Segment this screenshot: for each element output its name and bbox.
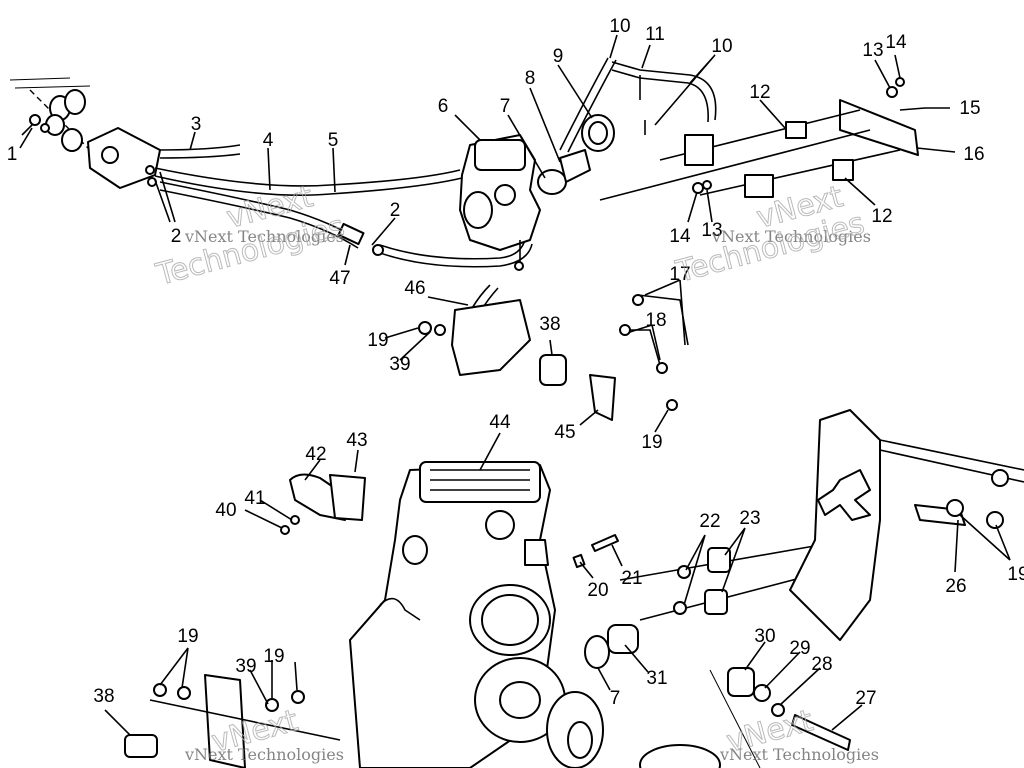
watermark-text-3: vNext Technologies xyxy=(184,745,344,764)
callout-12b: 12 xyxy=(871,206,892,227)
isolators xyxy=(619,544,851,621)
callout-23: 23 xyxy=(739,508,760,529)
callout-6: 6 xyxy=(438,96,449,117)
callout-17: 17 xyxy=(669,264,690,285)
callout-10b: 10 xyxy=(711,36,732,57)
callout-45: 45 xyxy=(554,422,575,443)
callout-29: 29 xyxy=(789,638,810,659)
lower-mount xyxy=(124,674,341,768)
callout-9: 9 xyxy=(553,46,564,67)
callout-5: 5 xyxy=(328,130,339,151)
callout-28: 28 xyxy=(811,654,832,675)
callout-42: 42 xyxy=(305,444,326,465)
callout-19d: 19 xyxy=(177,626,198,647)
callout-39a: 39 xyxy=(389,354,410,375)
callout-7b: 7 xyxy=(610,688,621,709)
carburetor xyxy=(459,134,541,271)
callout-2b: 2 xyxy=(390,200,401,221)
callout-16: 16 xyxy=(963,144,984,165)
drive-parts xyxy=(584,624,851,768)
callout-15: 15 xyxy=(959,98,980,119)
callout-18: 18 xyxy=(645,310,666,331)
intake-boots xyxy=(537,114,615,195)
leader-lines xyxy=(19,34,1011,736)
callout-19e: 19 xyxy=(263,646,284,667)
callout-14b: 14 xyxy=(669,226,691,247)
watermark-text-2: vNext Technologies xyxy=(711,227,871,246)
callout-38a: 38 xyxy=(539,314,560,335)
callout-43: 43 xyxy=(346,430,367,451)
exhaust-bracket xyxy=(418,284,689,421)
callout-19c: 19 xyxy=(1007,564,1024,585)
callout-40: 40 xyxy=(215,500,236,521)
callout-27: 27 xyxy=(855,688,876,709)
callouts: 1 2 2 3 4 5 6 7 8 9 10 11 10 12 13 14 15… xyxy=(7,16,1024,709)
callout-7a: 7 xyxy=(500,96,511,117)
callout-38b: 38 xyxy=(93,686,114,707)
callout-1: 1 xyxy=(7,144,18,165)
callout-22: 22 xyxy=(699,511,720,532)
callout-13b: 13 xyxy=(701,220,722,241)
engine-block xyxy=(349,461,604,768)
callout-20: 20 xyxy=(587,580,608,601)
callout-11: 11 xyxy=(645,24,665,45)
callout-3: 3 xyxy=(191,114,202,135)
vent-hoses xyxy=(559,57,717,153)
callout-8: 8 xyxy=(525,68,536,89)
callout-19a: 19 xyxy=(367,330,388,351)
watermark-text-1: vNext Technologies xyxy=(184,227,344,246)
intake-elbow xyxy=(280,473,366,535)
callout-13a: 13 xyxy=(862,40,883,61)
callout-26: 26 xyxy=(945,576,966,597)
callout-19b: 19 xyxy=(641,432,662,453)
watermark-text-4: vNext Technologies xyxy=(719,745,879,764)
callout-14a: 14 xyxy=(885,32,907,53)
callout-41: 41 xyxy=(244,488,265,509)
callout-31: 31 xyxy=(646,668,667,689)
callout-12a: 12 xyxy=(749,82,770,103)
frame-rail xyxy=(789,409,1024,641)
fuel-lines xyxy=(145,144,533,268)
fuel-pump-assembly xyxy=(9,77,161,189)
callout-46: 46 xyxy=(404,278,425,299)
callout-30: 30 xyxy=(754,626,775,647)
callout-4: 4 xyxy=(263,130,274,151)
callout-10a: 10 xyxy=(609,16,630,37)
callout-47: 47 xyxy=(329,268,350,289)
callout-21: 21 xyxy=(621,568,642,589)
callout-39b: 39 xyxy=(235,656,256,677)
callout-44: 44 xyxy=(489,412,511,433)
callout-2a: 2 xyxy=(171,226,182,247)
engine-mount-bracket-top xyxy=(599,77,926,201)
